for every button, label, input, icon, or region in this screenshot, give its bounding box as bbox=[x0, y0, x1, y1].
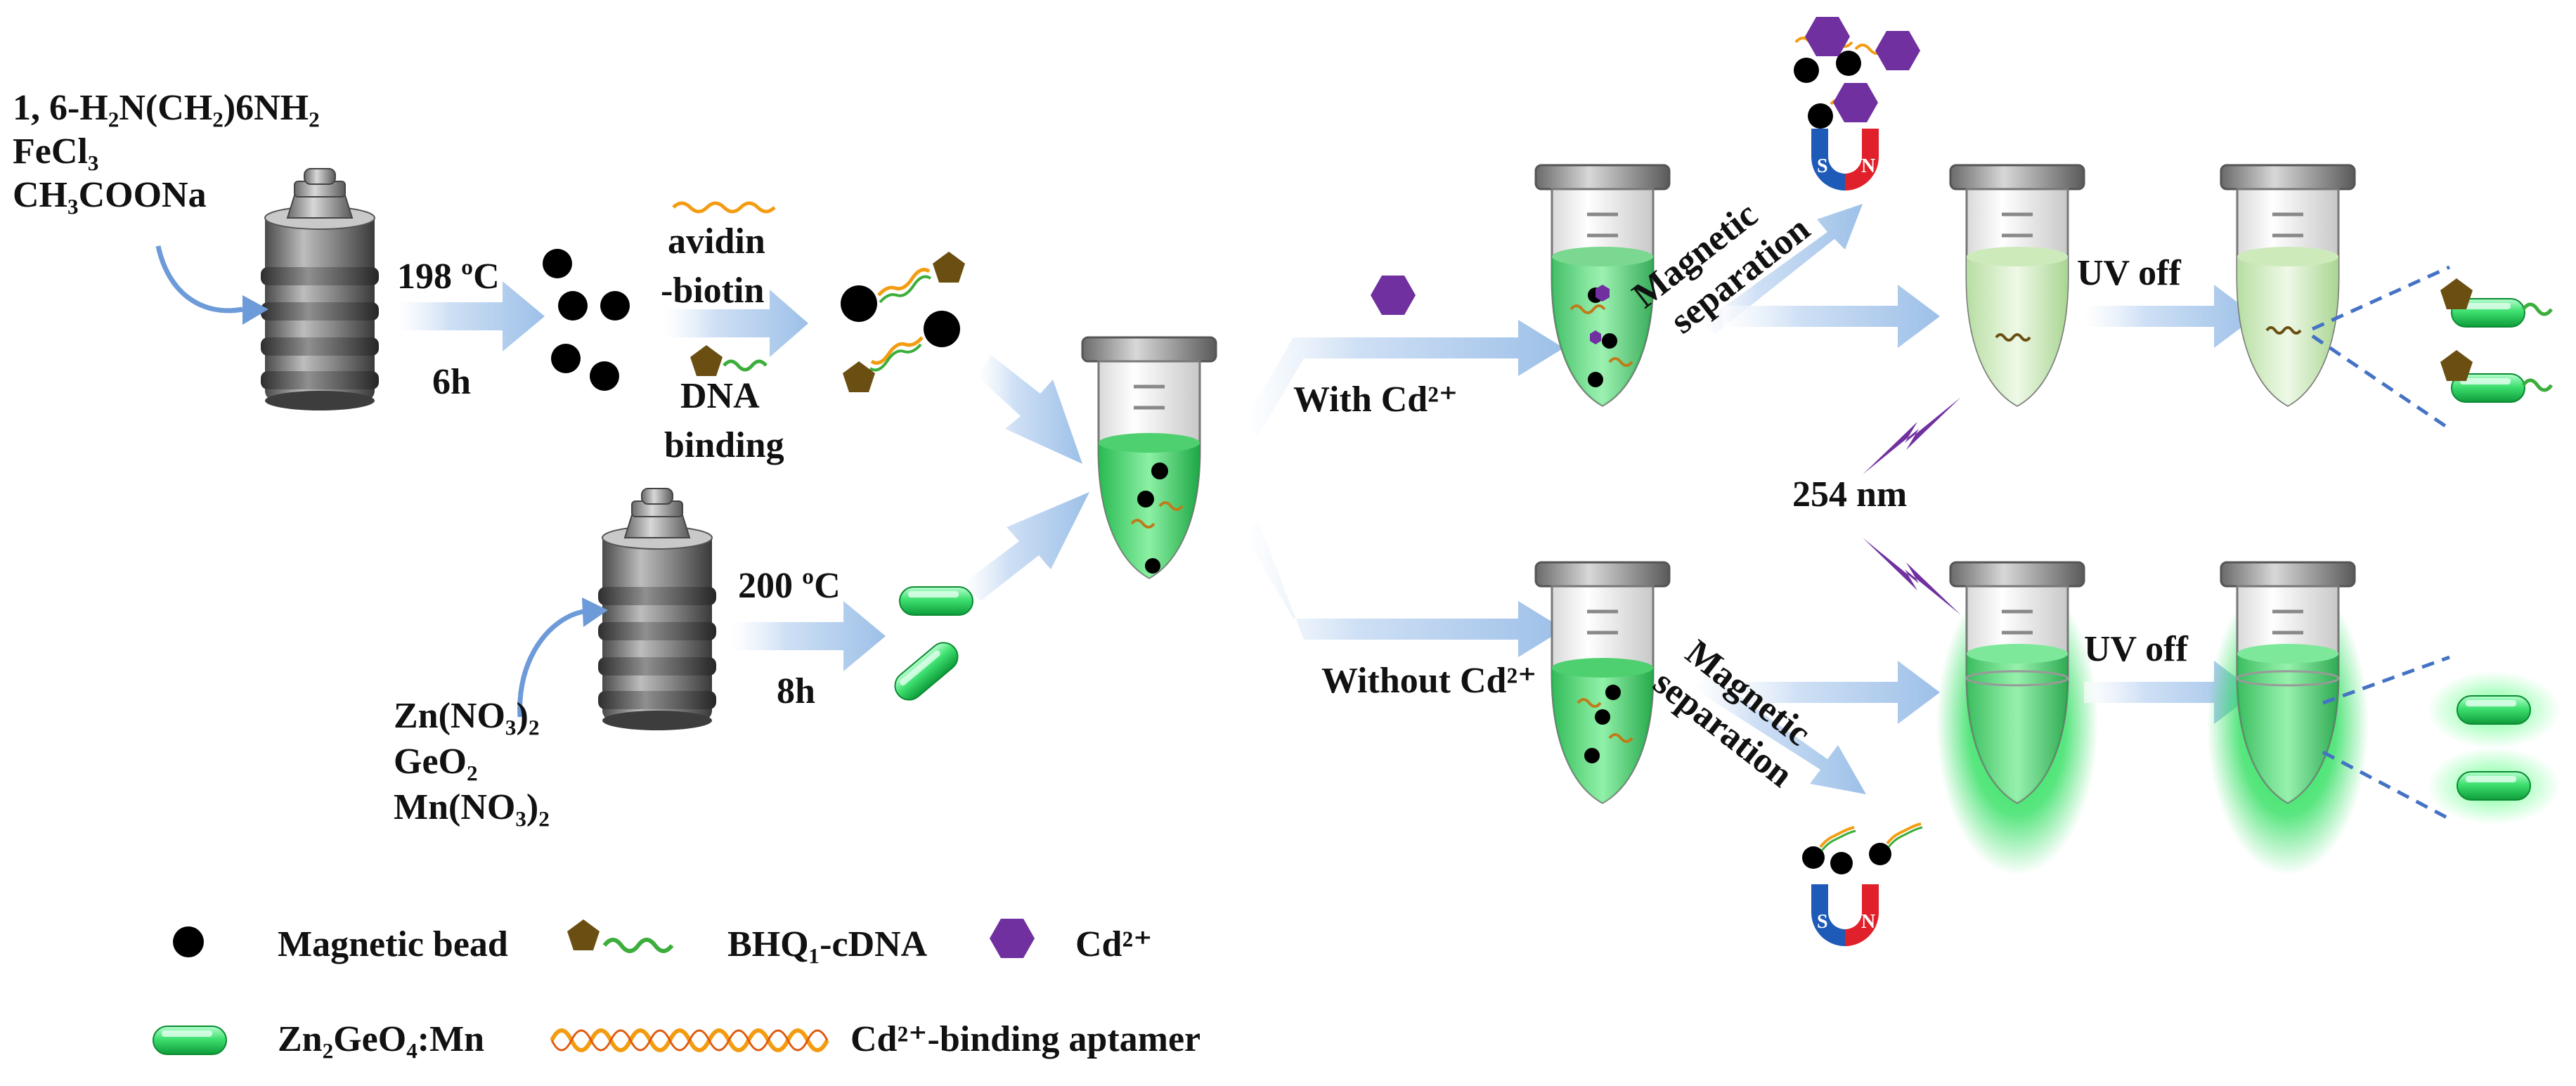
condition-top-time: 6h bbox=[432, 362, 471, 402]
arrow-mag-sep-bottom bbox=[1694, 675, 1866, 794]
legend-cd-icon bbox=[990, 919, 1035, 958]
label-without-cd: Without Cd²⁺ bbox=[1321, 661, 1537, 701]
quenched-rods-top bbox=[2440, 278, 2554, 403]
legend-aptamer-label: Cd²⁺-binding aptamer bbox=[850, 1019, 1200, 1059]
reagent-top-2: FeCl₃ bbox=[13, 131, 98, 172]
cd-ion-icon bbox=[1371, 276, 1416, 315]
arrow-supernatant-top bbox=[1722, 285, 1940, 348]
tube-uv-off-bottom bbox=[2221, 562, 2355, 803]
zoom-line-bottom-1 bbox=[2322, 655, 2450, 705]
legend-bhq-icon bbox=[567, 919, 600, 950]
arrow-supernatant-bottom bbox=[1722, 661, 1940, 724]
tube-with-cd bbox=[1536, 165, 1669, 406]
magnetic-bead-cluster bbox=[543, 249, 630, 391]
condition-top-temp: 198 ºC bbox=[397, 257, 500, 297]
tube-supernatant-top bbox=[1950, 165, 2084, 406]
reagent-bottom-1: Zn(NO₃)₂ bbox=[394, 696, 539, 736]
condition-bottom-time: 8h bbox=[777, 671, 815, 711]
label-avidin: avidin bbox=[668, 221, 765, 261]
zoom-line-bottom-2 bbox=[2322, 750, 2451, 821]
zgo-rod-2 bbox=[888, 636, 964, 706]
zoom-line-top-1 bbox=[2311, 265, 2451, 331]
curved-arrow-bottom-head bbox=[582, 597, 608, 627]
arrow-with-cd bbox=[1244, 320, 1564, 436]
captured-complexes-bottom bbox=[1802, 822, 1923, 874]
magnet-top-s: S bbox=[1817, 155, 1828, 177]
label-uv-off-bottom: UV off bbox=[2084, 629, 2188, 669]
legend-cd-label: Cd²⁺ bbox=[1075, 924, 1153, 964]
label-biotin: -biotin bbox=[661, 271, 764, 311]
tube-supernatant-bottom bbox=[1950, 562, 2084, 803]
reagent-bottom-3: Mn(NO₃)₂ bbox=[394, 787, 550, 827]
curved-arrow-top bbox=[155, 245, 243, 313]
uv-bolt-bottom-icon bbox=[1863, 538, 1961, 615]
label-uv-wavelength: 254 nm bbox=[1792, 474, 1907, 515]
condition-bottom-temp: 200 ºC bbox=[738, 566, 841, 606]
legend-bhq-label: BHQ₁-cDNA bbox=[727, 924, 928, 964]
mixing-tube bbox=[1082, 337, 1216, 578]
reagent-bottom-2: GeO₂ bbox=[394, 742, 478, 782]
arrow-without-cd bbox=[1244, 520, 1564, 657]
curved-arrow-top-head bbox=[242, 295, 268, 325]
arrow-uv-off-top bbox=[2084, 285, 2256, 348]
magnet-bottom-n: N bbox=[1861, 911, 1875, 933]
bead-dna-conjugates bbox=[841, 252, 965, 392]
autoclave-bottom-icon bbox=[597, 488, 717, 731]
reagent-top-1: 1, 6-H₂N(CH₂)6NH₂ bbox=[13, 88, 320, 128]
zgo-rod-1 bbox=[899, 586, 973, 616]
captured-complexes-top bbox=[1794, 17, 1920, 129]
zoom-line-top-2 bbox=[2311, 334, 2451, 431]
arrow-binding bbox=[664, 290, 808, 357]
tube-without-cd bbox=[1536, 562, 1669, 803]
cdna-small-strand bbox=[723, 359, 768, 372]
tube-uv-off-top bbox=[2221, 165, 2355, 406]
arrow-uv-off-bottom bbox=[2084, 661, 2256, 724]
arrow-merge-top bbox=[977, 355, 1082, 464]
curved-arrow-bottom bbox=[517, 609, 584, 718]
label-binding: binding bbox=[664, 425, 784, 465]
legend-bead-icon bbox=[173, 926, 204, 957]
aptamer-strand-icon bbox=[672, 201, 776, 214]
magnet-top-n: N bbox=[1861, 155, 1875, 177]
magnet-bottom-s: S bbox=[1817, 911, 1828, 933]
label-dna: DNA bbox=[680, 376, 760, 416]
label-with-cd: With Cd²⁺ bbox=[1293, 380, 1458, 420]
legend-aptamer-icon-2 bbox=[550, 1029, 829, 1052]
legend-zgo-icon bbox=[153, 1026, 227, 1055]
arrow-top-synthesis bbox=[397, 281, 545, 351]
arrow-bottom-synthesis bbox=[731, 601, 886, 671]
uv-bolt-top-icon bbox=[1863, 397, 1961, 474]
autoclave-top-icon bbox=[260, 168, 380, 411]
legend-cdna-strand bbox=[602, 938, 674, 953]
arrow-mag-sep-top bbox=[1701, 204, 1863, 334]
legend-bead-label: Magnetic bead bbox=[278, 924, 508, 964]
reagent-top-3: CH₃COONa bbox=[13, 175, 207, 215]
arrow-merge-bottom bbox=[963, 492, 1089, 601]
glowing-rods-bottom bbox=[2427, 671, 2561, 825]
legend-zgo-label: Zn₂GeO₄:Mn bbox=[278, 1019, 484, 1059]
label-uv-off-top: UV off bbox=[2077, 253, 2181, 293]
bhq-small-icon bbox=[690, 345, 723, 376]
